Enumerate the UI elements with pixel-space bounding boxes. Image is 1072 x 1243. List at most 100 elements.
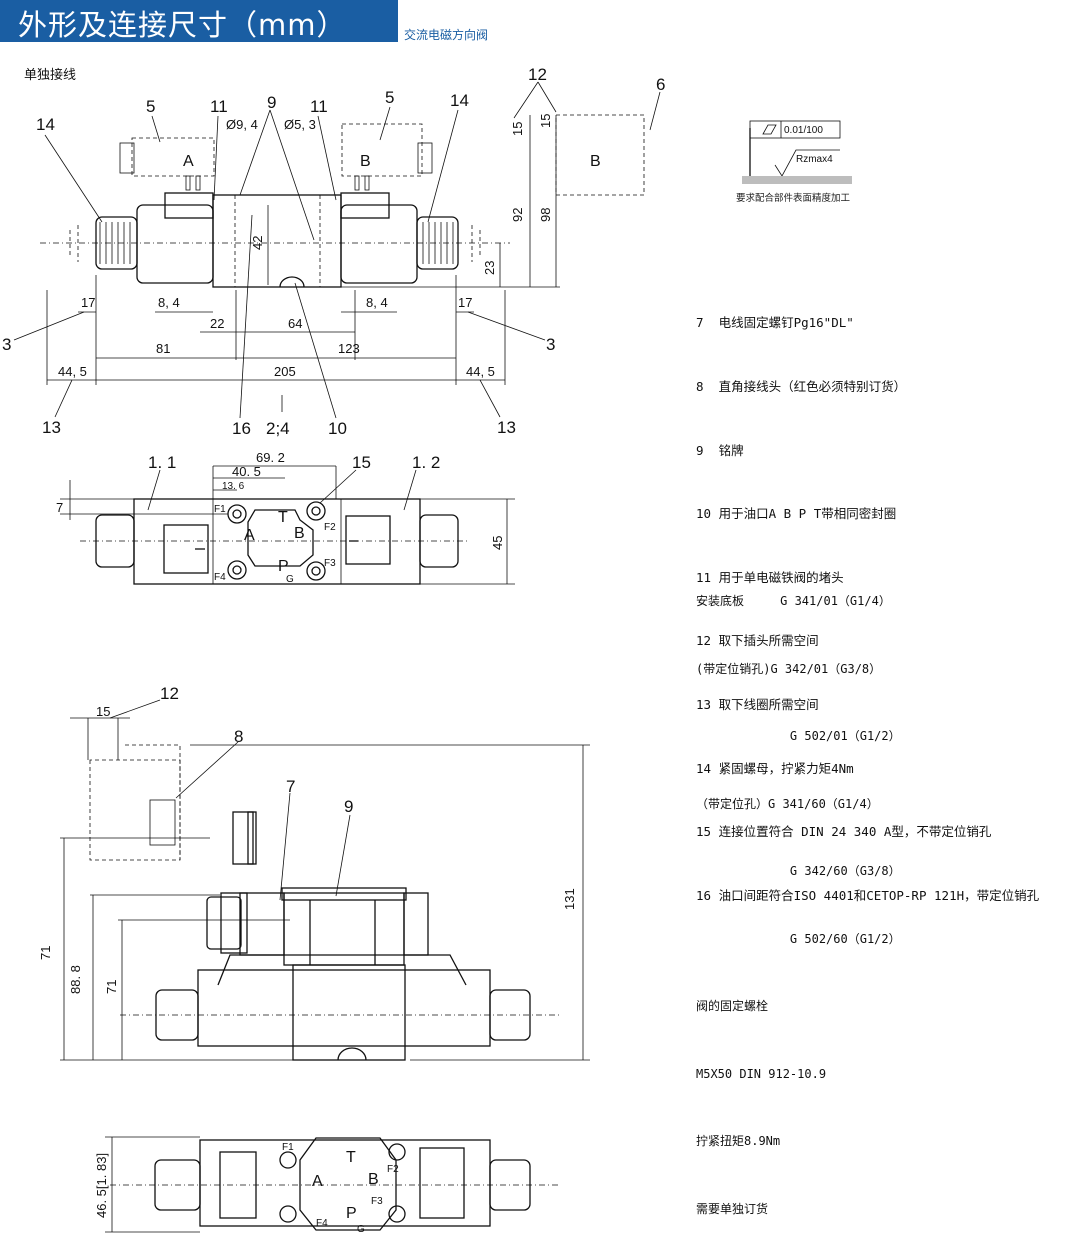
callout-2-4: 2;4 bbox=[266, 419, 290, 438]
note-item: 8 直角接线头（红色必须特别订货） bbox=[696, 379, 907, 395]
top-f4: F4 bbox=[214, 572, 226, 583]
dim-92: 92 bbox=[510, 208, 525, 222]
callout-1-2: 1. 2 bbox=[412, 453, 440, 472]
dim-88-8: 88. 8 bbox=[68, 965, 83, 994]
dim-17-right: 17 bbox=[458, 295, 472, 310]
dim-44-5-left: 44, 5 bbox=[58, 364, 87, 379]
dim-71-inner: 71 bbox=[104, 980, 119, 994]
note-item: 7 电线固定螺钉Pg16"DL" bbox=[696, 315, 854, 331]
dim-205: 205 bbox=[274, 364, 296, 379]
note-item: 12 取下插头所需空间 bbox=[696, 633, 819, 649]
callout-13-right: 13 bbox=[497, 418, 516, 437]
dim-42: 42 bbox=[250, 236, 265, 250]
note-item: 16 油口间距符合ISO 4401和CETOP-RP 121H，带定位销孔 bbox=[696, 887, 1040, 903]
dim-81: 81 bbox=[156, 341, 170, 356]
dim-123: 123 bbox=[338, 341, 360, 356]
top-f1: F1 bbox=[214, 504, 226, 515]
mounting-line: M5X50 DIN 912-10.9 bbox=[696, 1066, 827, 1081]
bottom-g: G bbox=[357, 1224, 365, 1235]
bottom-port-b: B bbox=[368, 1171, 379, 1188]
dim-64: 64 bbox=[288, 316, 302, 331]
callout-15: 15 bbox=[352, 453, 371, 472]
top-port-b: B bbox=[294, 525, 305, 542]
dim-8-4-left: 8, 4 bbox=[158, 295, 180, 310]
dim-46-5: 46. 5[1. 83] bbox=[94, 1153, 109, 1218]
front-view: A B B 92 98 23 42 15 15 Ø9, 4 Ø5, 3 bbox=[2, 65, 665, 438]
callout-9: 9 bbox=[267, 93, 276, 112]
dim-98: 98 bbox=[538, 208, 553, 222]
dim-131: 131 bbox=[562, 888, 577, 910]
top-g: G bbox=[286, 574, 294, 585]
callout-14-left: 14 bbox=[36, 115, 55, 134]
mounting-line: G 502/60（G1/2） bbox=[696, 931, 901, 946]
mounting-line: 拧紧扭矩8.9Nm bbox=[696, 1134, 781, 1148]
flatness-value: 0.01/100 bbox=[784, 125, 823, 136]
dim-15-a: 15 bbox=[510, 122, 525, 136]
dim-7: 7 bbox=[56, 500, 63, 515]
mounting-line: 需要单独订货 bbox=[696, 1201, 769, 1216]
callout-16: 16 bbox=[232, 419, 251, 438]
dim-8-4-right: 8, 4 bbox=[366, 295, 388, 310]
dim-22: 22 bbox=[210, 316, 224, 331]
callout-5-left: 5 bbox=[146, 97, 155, 116]
top-view: A T B P F1 F2 F3 F4 G 69. 2 40. 5 13. 6 bbox=[56, 450, 515, 585]
title-bar: 外形及连接尺寸（mm） bbox=[0, 0, 398, 42]
bottom-view: A T B P F1 F2 F3 F4 G 46. 5[1. 83] bbox=[94, 1136, 560, 1235]
mounting-line: G 342/60（G3/8） bbox=[696, 864, 901, 878]
page-title: 外形及连接尺寸（mm） bbox=[18, 8, 347, 42]
callout-10: 10 bbox=[328, 419, 347, 438]
callout-11-right: 11 bbox=[310, 97, 328, 116]
callout-7: 7 bbox=[286, 777, 295, 796]
callout-3-right: 3 bbox=[546, 335, 555, 354]
bottom-port-t: T bbox=[346, 1149, 356, 1166]
top-port-t: T bbox=[278, 509, 288, 526]
bottom-f4: F4 bbox=[316, 1218, 328, 1229]
dim-15-side: 15 bbox=[96, 704, 110, 719]
callout-6: 6 bbox=[656, 75, 665, 94]
callout-5-right: 5 bbox=[385, 88, 394, 107]
dim-d9-4: Ø9, 4 bbox=[226, 117, 258, 132]
note-item: 13 取下线圈所需空间 bbox=[696, 697, 819, 713]
bottom-f2: F2 bbox=[387, 1164, 399, 1175]
port-label-b-side: B bbox=[590, 153, 601, 170]
mounting-info: 安装底板 G 341/01（G1/4） (带定位销孔)G 342/01（G3/8… bbox=[696, 545, 901, 1243]
callout-13-left: 13 bbox=[42, 418, 61, 437]
top-f3: F3 bbox=[324, 558, 336, 569]
section-label: 单独接线 bbox=[24, 68, 77, 83]
dim-40-5: 40. 5 bbox=[232, 464, 261, 479]
surface-finish-note: 要求配合部件表面精度加工 bbox=[736, 193, 851, 204]
dim-17-left: 17 bbox=[81, 295, 95, 310]
dim-71-outer: 71 bbox=[38, 946, 53, 960]
mounting-line: （带定位孔）G 341/60（G1/4） bbox=[696, 796, 879, 811]
roughness-value: Rzmax4 bbox=[796, 154, 833, 165]
callout-14-right: 14 bbox=[450, 91, 469, 110]
bottom-f3: F3 bbox=[371, 1196, 383, 1207]
top-port-a: A bbox=[244, 527, 255, 544]
bottom-port-p: P bbox=[346, 1205, 357, 1222]
note-item: 9 铭牌 bbox=[696, 442, 744, 458]
dim-69-2: 69. 2 bbox=[256, 450, 285, 465]
dim-d5-3: Ø5, 3 bbox=[284, 117, 316, 132]
mounting-line: (带定位销孔)G 342/01（G3/8） bbox=[696, 661, 882, 676]
callout-11-left: 11 bbox=[210, 97, 228, 116]
mounting-line: G 502/01（G1/2） bbox=[696, 729, 901, 743]
callout-9-side: 9 bbox=[344, 797, 353, 816]
mounting-line: 安装底板 G 341/01（G1/4） bbox=[696, 594, 891, 608]
dim-23: 23 bbox=[482, 261, 497, 275]
port-label-a: A bbox=[183, 153, 194, 170]
dim-45: 45 bbox=[490, 536, 505, 550]
surface-finish-symbol: 0.01/100 Rzmax4 bbox=[742, 120, 852, 184]
port-label-b: B bbox=[360, 153, 371, 170]
dim-13-6: 13. 6 bbox=[222, 481, 245, 492]
dim-44-5-right: 44, 5 bbox=[466, 364, 495, 379]
note-item: 11 用于单电磁铁阀的堵头 bbox=[696, 569, 844, 585]
note-item: 14 紧固螺母，拧紧力矩4Nm bbox=[696, 760, 854, 776]
note-item: 15 连接位置符合 DIN 24 340 A型，不带定位销孔 bbox=[696, 824, 992, 840]
dim-15-b: 15 bbox=[538, 114, 553, 128]
page-subtitle: 交流电磁方向阀 bbox=[404, 28, 489, 42]
notes-list: 7 电线固定螺钉Pg16"DL" 8 直角接线头（红色必须特别订货） 9 铭牌 … bbox=[696, 270, 1039, 927]
side-view: 71 88. 8 71 131 15 12 8 7 9 bbox=[38, 684, 590, 1061]
mounting-line: 阀的固定螺栓 bbox=[696, 999, 769, 1013]
callout-12: 12 bbox=[528, 65, 547, 84]
